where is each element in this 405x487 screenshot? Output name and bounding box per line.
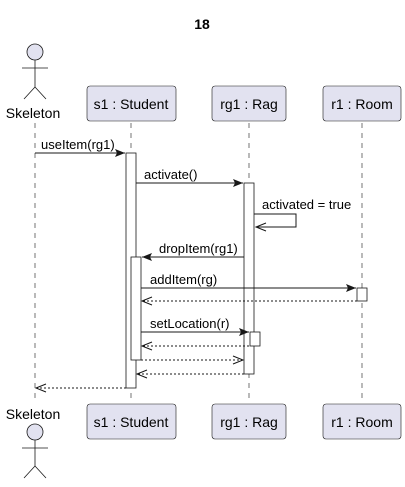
message-useitem: useItem(rg1)	[35, 137, 125, 157]
participant-label: r1 : Room	[331, 414, 392, 430]
activation-rag	[243, 182, 255, 375]
participant-student-bottom[interactable]: s1 : Student	[86, 403, 177, 440]
participant-rag-top[interactable]: rg1 : Rag	[211, 85, 287, 122]
svg-text:activate(): activate()	[144, 167, 197, 182]
activation-student-inner	[130, 256, 142, 361]
actor-head-icon	[26, 423, 44, 441]
activation-room	[356, 287, 368, 302]
actor-right-leg	[34, 465, 47, 479]
svg-text:useItem(rg1): useItem(rg1)	[41, 137, 115, 152]
actor-label: Skeleton	[6, 406, 60, 422]
participant-label: r1 : Room	[331, 96, 392, 112]
participant-student-top[interactable]: s1 : Student	[86, 85, 177, 122]
message-setlocation: setLocation(r)	[141, 316, 249, 336]
participant-label: rg1 : Rag	[220, 96, 278, 112]
diagram-title: 18	[194, 16, 210, 32]
participant-rag-bottom[interactable]: rg1 : Rag	[211, 403, 287, 440]
svg-text:activated = true: activated = true	[262, 197, 351, 212]
message-return-skeleton	[34, 383, 126, 393]
message-activate: activate()	[136, 167, 243, 187]
svg-text:addItem(rg): addItem(rg)	[150, 272, 217, 287]
actor-left-leg	[23, 86, 36, 100]
message-return-room	[140, 296, 357, 306]
message-return-rag-2	[135, 369, 244, 379]
message-additem: addItem(rg)	[141, 272, 356, 292]
message-dropitem: dropItem(rg1)	[142, 241, 244, 261]
actor-left-leg	[23, 465, 36, 479]
actor-right-leg	[34, 86, 47, 100]
actor-label: Skeleton	[6, 105, 60, 121]
participant-label: s1 : Student	[94, 96, 169, 112]
participant-room-top[interactable]: r1 : Room	[322, 85, 402, 122]
message-return-rag-1	[140, 341, 249, 351]
message-activated-self: activated = true	[254, 197, 351, 232]
participant-label: rg1 : Rag	[220, 414, 278, 430]
participant-room-bottom[interactable]: r1 : Room	[322, 403, 402, 440]
message-return-student	[141, 355, 245, 365]
svg-text:dropItem(rg1): dropItem(rg1)	[159, 241, 238, 256]
activation-rag-inner	[249, 331, 261, 347]
actor-head-icon	[26, 43, 44, 61]
participant-label: s1 : Student	[94, 414, 169, 430]
actor-skeleton-top[interactable]: Skeleton	[6, 43, 60, 121]
actor-skeleton-bottom[interactable]: Skeleton	[6, 406, 60, 479]
svg-text:setLocation(r): setLocation(r)	[150, 316, 229, 331]
